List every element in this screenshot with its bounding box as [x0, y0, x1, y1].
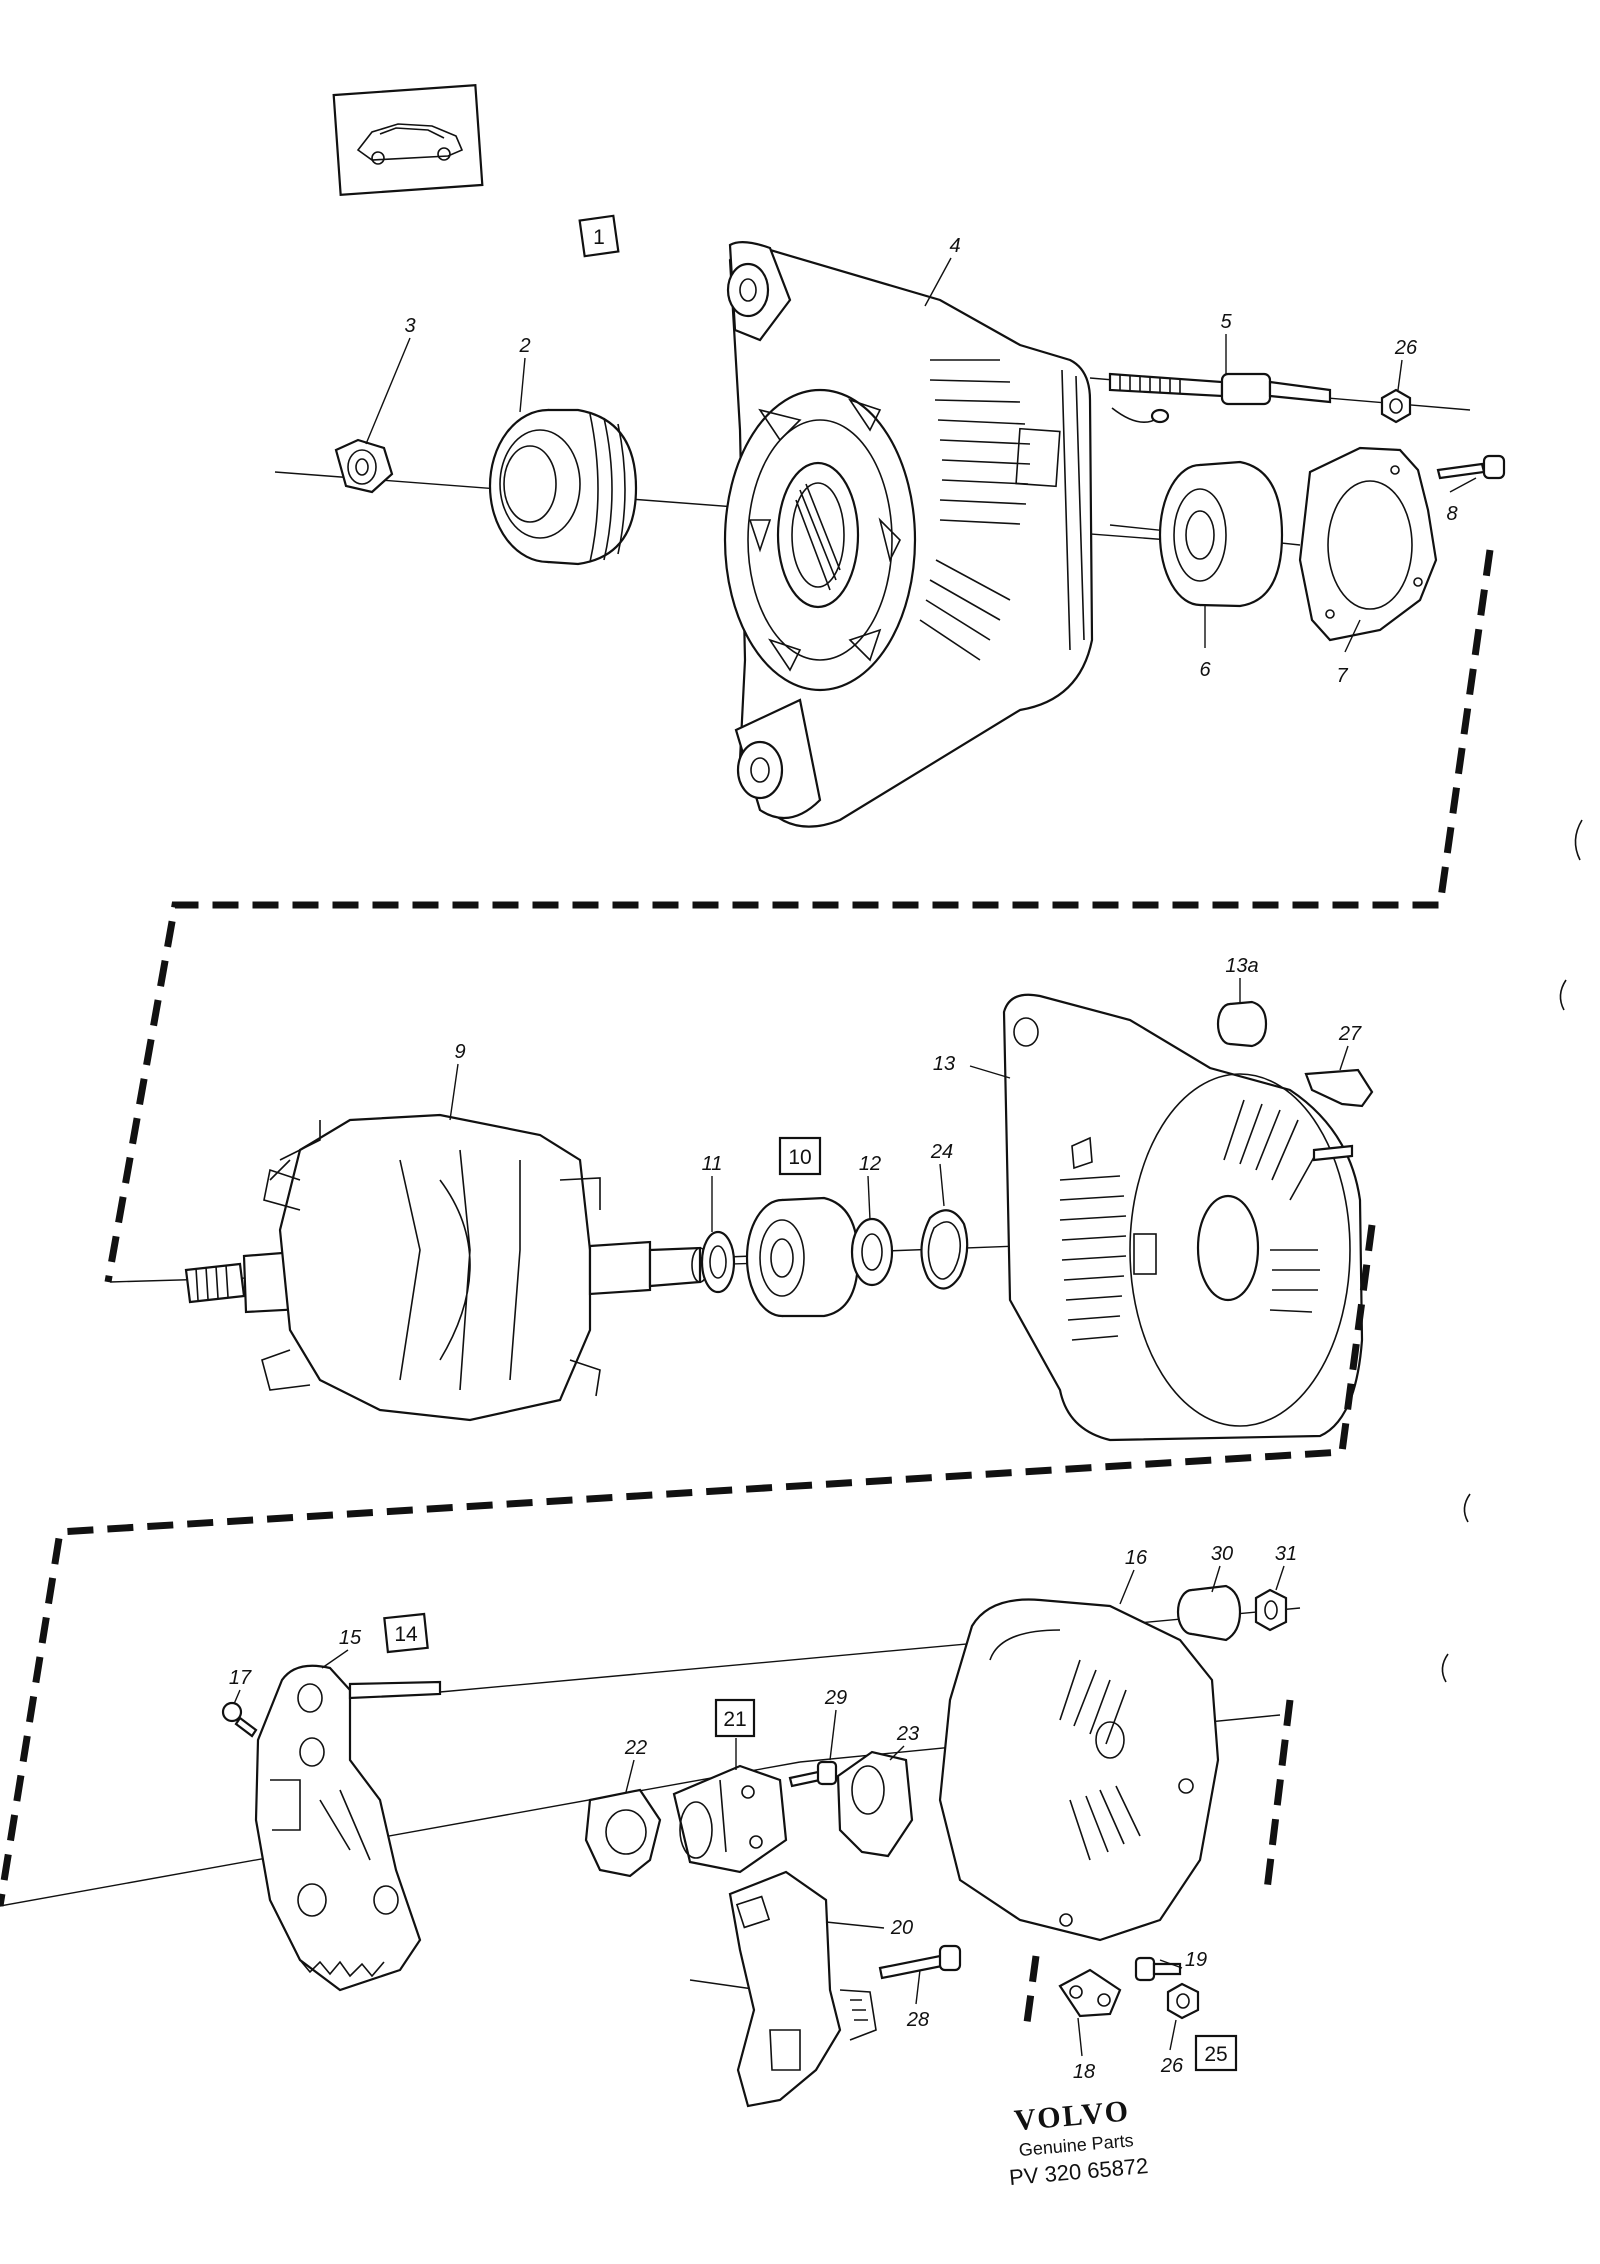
callout-7: 7 [1336, 665, 1348, 687]
rectifier-bridge [254, 1664, 442, 1992]
callout-10: 10 [778, 1136, 822, 1176]
wave-washer [920, 1209, 969, 1290]
callout-13: 13 [933, 1053, 955, 1075]
callout-13a: 13a [1225, 955, 1258, 977]
callout-16: 16 [1125, 1547, 1148, 1569]
callout-9: 9 [454, 1041, 465, 1063]
hex-nut-top [1380, 388, 1412, 424]
section-rear-cover [0, 1584, 1301, 2108]
plate-18 [1058, 1968, 1122, 2018]
callout-25: 25 [1194, 2034, 1238, 2072]
terminal-stud [1108, 372, 1332, 424]
callout-8: 8 [1446, 503, 1457, 525]
svg-text:25: 25 [1204, 2043, 1227, 2066]
retainer-screw [1436, 454, 1506, 480]
pulley [488, 408, 638, 566]
callout-6: 6 [1199, 659, 1211, 681]
callout-12: 12 [859, 1153, 881, 1175]
slip-ring-end-housing [1002, 993, 1364, 1442]
screw-29 [788, 1760, 838, 1788]
callout-4: 4 [949, 235, 960, 257]
svg-text:21: 21 [723, 1708, 746, 1731]
svg-text:14: 14 [394, 1623, 418, 1646]
callout-15: 15 [339, 1627, 362, 1649]
bolt-19 [1134, 1956, 1182, 1982]
screw-17 [221, 1701, 258, 1738]
callout-5: 5 [1220, 311, 1232, 333]
group-borders [0, 549, 1494, 2031]
branding: VOLVO Genuine Parts PV 320 65872 [1008, 2094, 1149, 2190]
callout-1: 1 [578, 214, 620, 258]
brush-cover-23 [836, 1750, 914, 1858]
callout-27: 27 [1338, 1023, 1362, 1045]
section-rotor [109, 993, 1374, 1442]
callout-26-top: 26 [1394, 337, 1418, 359]
callout-20: 20 [890, 1917, 913, 1939]
scan-margin-marks [1441, 819, 1583, 1683]
callout-14: 14 [383, 1612, 429, 1654]
callout-30: 30 [1211, 1543, 1233, 1565]
bushing-13a [1216, 1000, 1268, 1048]
brush-holder-21 [672, 1764, 788, 1874]
callout-29: 29 [824, 1687, 847, 1709]
rotor [184, 1113, 709, 1422]
spacer-washer [700, 1230, 736, 1294]
voltage-regulator-20 [728, 1870, 877, 2108]
callout-21: 21 [714, 1698, 756, 1738]
callout-11: 11 [702, 1153, 723, 1175]
nut-31 [1254, 1588, 1288, 1632]
callout-18: 18 [1073, 2061, 1095, 2083]
rear-cover-16 [938, 1598, 1220, 1942]
drive-end-housing [723, 241, 1094, 828]
callout-22: 22 [624, 1737, 647, 1759]
slip-ring-bearing [745, 1196, 860, 1318]
hex-nut-bottom [1166, 1982, 1200, 2020]
screw-28 [878, 1944, 962, 1980]
callout-3: 3 [404, 315, 415, 337]
bushing-30 [1176, 1584, 1242, 1642]
callout-31: 31 [1275, 1543, 1297, 1565]
drive-end-bearing [1158, 460, 1284, 608]
terminal-clip-27 [1304, 1068, 1374, 1108]
gasket-22 [584, 1788, 662, 1878]
callout-23: 23 [896, 1723, 919, 1745]
callout-2: 2 [518, 335, 530, 357]
callout-26-bottom: 26 [1160, 2055, 1184, 2077]
callout-19: 19 [1185, 1949, 1207, 1971]
retainer-plate [1298, 446, 1438, 642]
callout-17: 17 [229, 1667, 252, 1689]
car-thumbnail [332, 83, 484, 197]
callout-28: 28 [906, 2009, 929, 2031]
svg-text:10: 10 [788, 1146, 811, 1169]
svg-text:1: 1 [593, 226, 605, 249]
flange-nut [334, 438, 394, 494]
callout-24: 24 [930, 1141, 953, 1163]
callout-labels: 1 2 3 4 5 26 8 6 7 13a 27 13 9 11 10 12 … [229, 214, 1458, 2083]
section-drive-end [274, 241, 1506, 828]
bearing-washer [850, 1217, 894, 1287]
leader-lines [233, 257, 1477, 2057]
